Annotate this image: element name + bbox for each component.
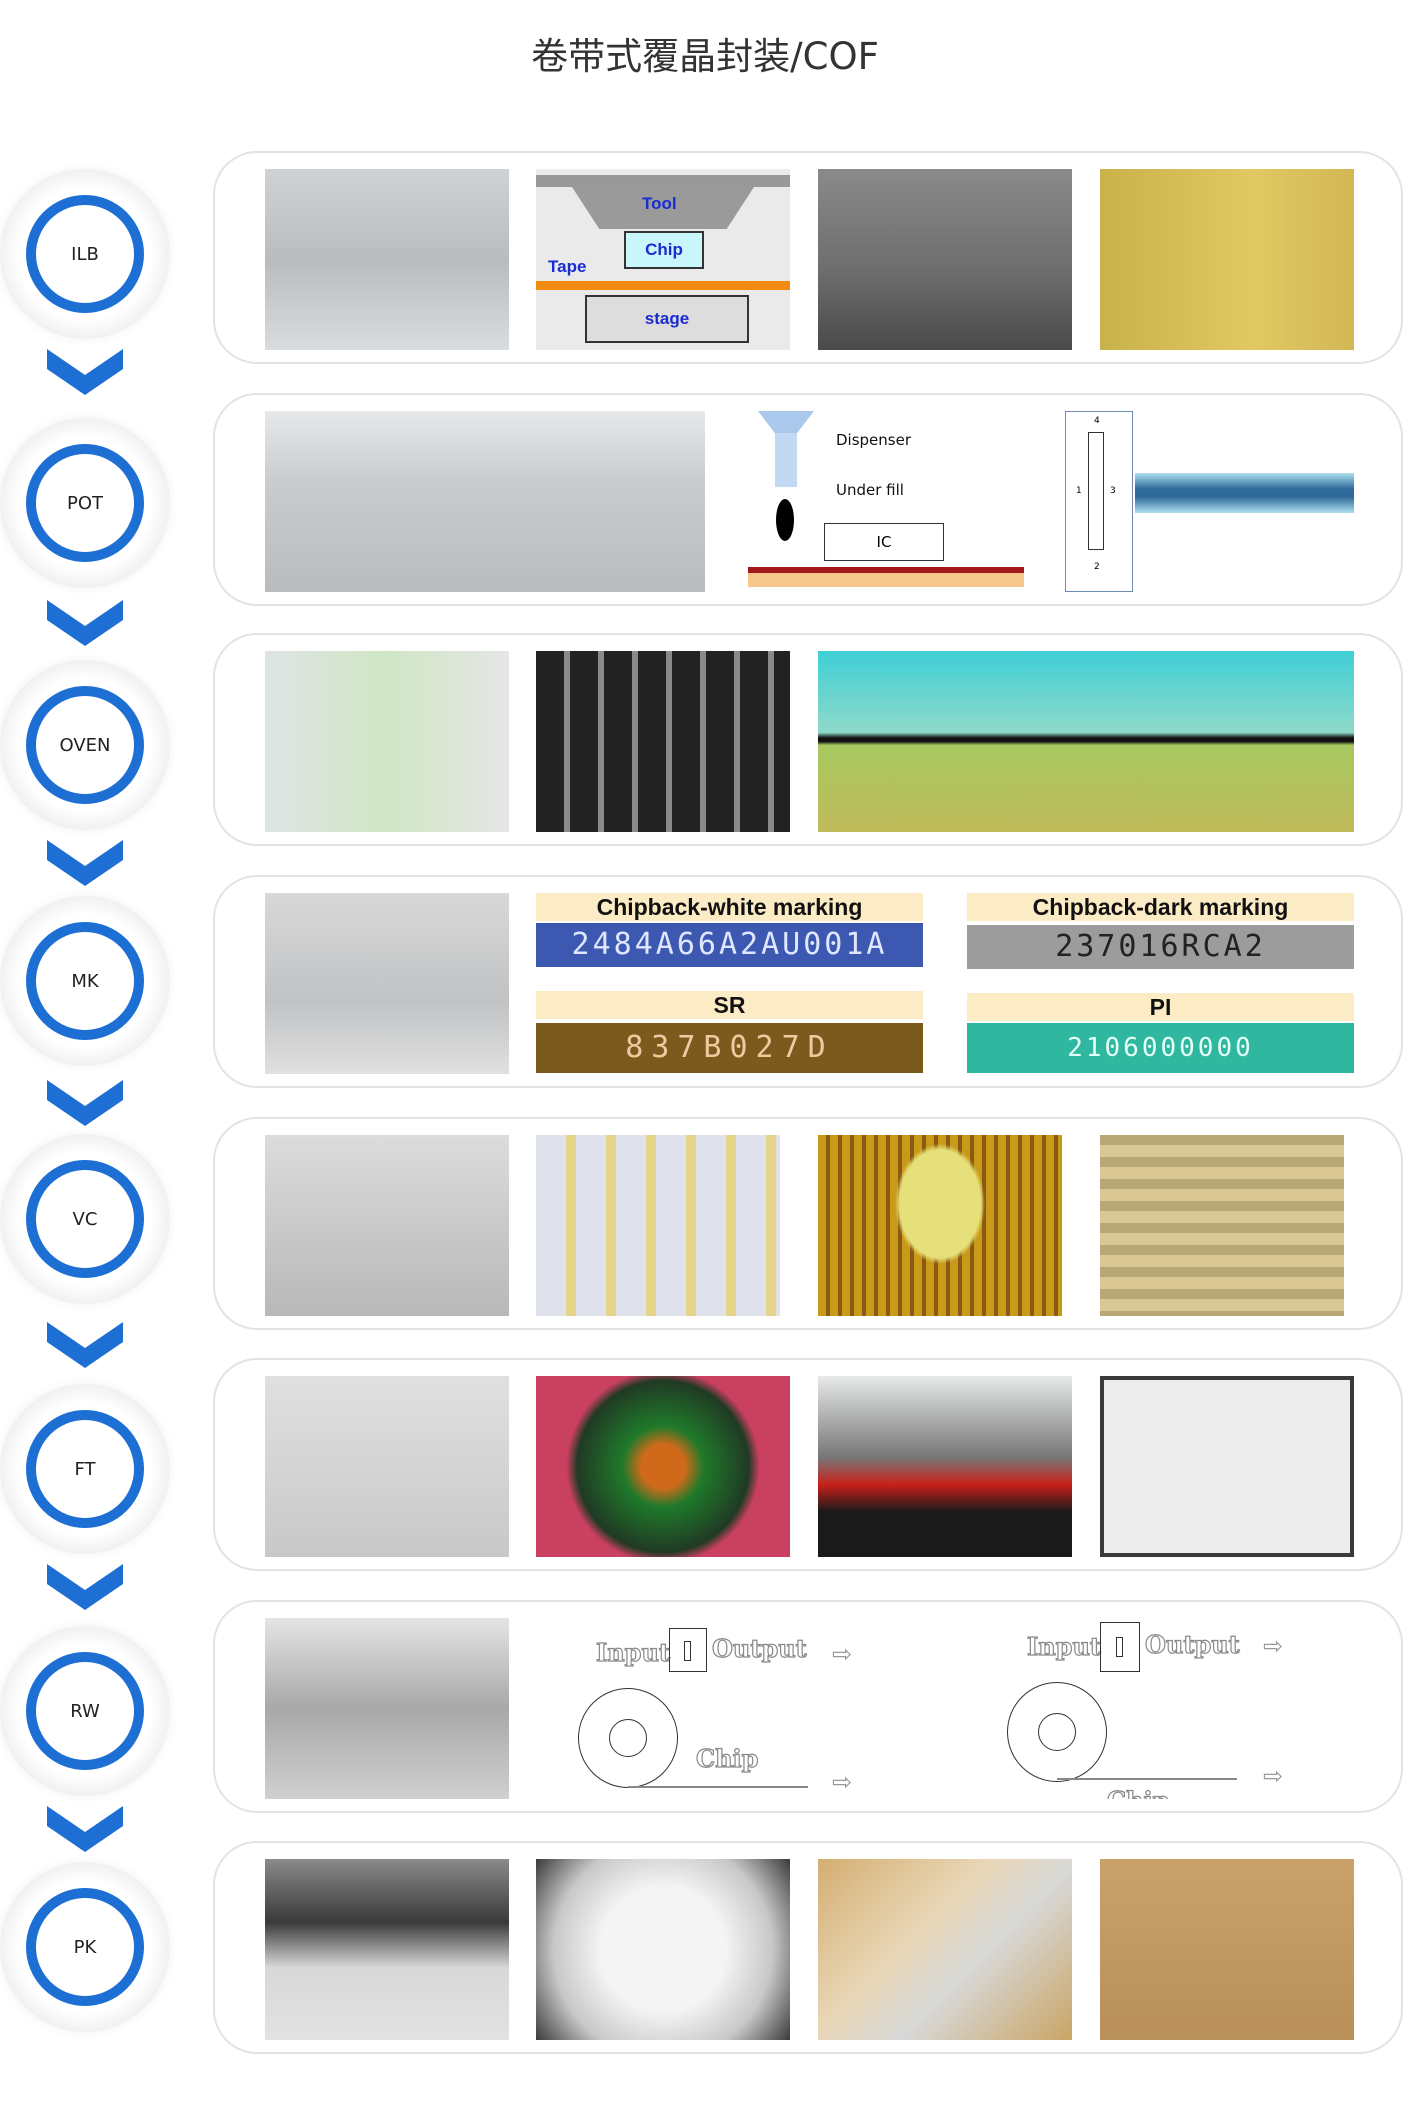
step-ft: FT <box>0 1384 170 1554</box>
step-vc: VC <box>0 1134 170 1304</box>
step-card-oven <box>213 633 1403 846</box>
chevron-down-icon <box>47 349 123 395</box>
vc-inspection-image-3 <box>1100 1135 1344 1316</box>
pk-carton-photo <box>1100 1859 1354 2040</box>
step-label: POT <box>26 444 144 562</box>
step-card-rw: Input Output ⇨ Chip ⇨ Input Output ⇨ Chi… <box>213 1600 1403 1813</box>
step-card-mk: Chipback-white marking 2484A66A2AU001A S… <box>213 875 1403 1088</box>
pk-sealer-photo <box>265 1859 509 2040</box>
arrow-right-icon: ⇨ <box>1263 1632 1284 1660</box>
rw-diagram-2: Input Output ⇨ Chip ⇨ <box>967 1618 1354 1799</box>
arrow-right-icon: ⇨ <box>1263 1762 1284 1790</box>
pk-inner-box-photo <box>818 1859 1072 2040</box>
ilb-process-diagram: Tool Chip Tape stage <box>536 169 790 350</box>
step-oven: OVEN <box>0 660 170 830</box>
mk-marking-panels-left: Chipback-white marking 2484A66A2AU001A S… <box>536 893 923 1074</box>
arrow-right-icon: ⇨ <box>832 1768 853 1796</box>
oven-machine-photo <box>265 651 509 832</box>
step-pot: POT <box>0 418 170 588</box>
step-label: PK <box>26 1888 144 2006</box>
oven-reel-photo <box>536 651 790 832</box>
ft-machine-photo <box>265 1376 509 1557</box>
oven-inspection-image <box>818 651 1354 832</box>
mk-machine-photo <box>265 893 509 1074</box>
rw-diagram-1: Input Output ⇨ Chip ⇨ <box>536 1618 923 1799</box>
chevron-down-icon <box>47 1564 123 1610</box>
step-label: MK <box>26 922 144 1040</box>
step-rw: RW <box>0 1626 170 1796</box>
page-title: 卷带式覆晶封装/COF <box>531 35 879 78</box>
step-label: FT <box>26 1410 144 1528</box>
rw-machine-photo <box>265 1618 509 1799</box>
pk-reel-bag-photo <box>536 1859 790 2040</box>
chevron-down-icon <box>47 600 123 646</box>
mk-marking-panels-right: Chipback-dark marking 237016RCA2 PI 2106… <box>967 893 1354 1074</box>
vc-inspection-image-1 <box>536 1135 780 1316</box>
ilb-sem-image <box>818 169 1072 350</box>
step-card-pot: Dispenser Under fill IC 4 1 3 2 <box>213 393 1403 606</box>
chevron-down-icon <box>47 1806 123 1852</box>
pot-underfill-image <box>1135 473 1354 513</box>
ft-test-head-photo <box>818 1376 1072 1557</box>
step-label: VC <box>26 1160 144 1278</box>
chevron-down-icon <box>47 840 123 886</box>
vc-machine-photo <box>265 1135 509 1316</box>
chevron-down-icon <box>47 1322 123 1368</box>
step-label: ILB <box>26 195 144 313</box>
ilb-bond-photo <box>1100 169 1354 350</box>
pot-dispense-diagram: Dispenser Under fill IC <box>748 411 1024 592</box>
chevron-down-icon <box>47 1080 123 1126</box>
step-label: OVEN <box>26 686 144 804</box>
step-mk: MK <box>0 896 170 1066</box>
vc-inspection-image-2 <box>818 1135 1062 1316</box>
pot-machine-photo <box>265 411 705 592</box>
step-card-ft <box>213 1358 1403 1571</box>
step-card-ilb: Tool Chip Tape stage <box>213 151 1403 364</box>
step-ilb: ILB <box>0 169 170 339</box>
pot-section-diagram: 4 1 3 2 <box>1065 411 1133 592</box>
arrow-right-icon: ⇨ <box>832 1640 853 1668</box>
step-card-vc <box>213 1117 1403 1330</box>
step-pk: PK <box>0 1862 170 2032</box>
step-label: RW <box>26 1652 144 1770</box>
step-card-pk <box>213 1841 1403 2054</box>
ft-tester-screen <box>1100 1376 1354 1557</box>
ft-probe-card-photo <box>536 1376 790 1557</box>
ilb-machine-photo <box>265 169 509 350</box>
